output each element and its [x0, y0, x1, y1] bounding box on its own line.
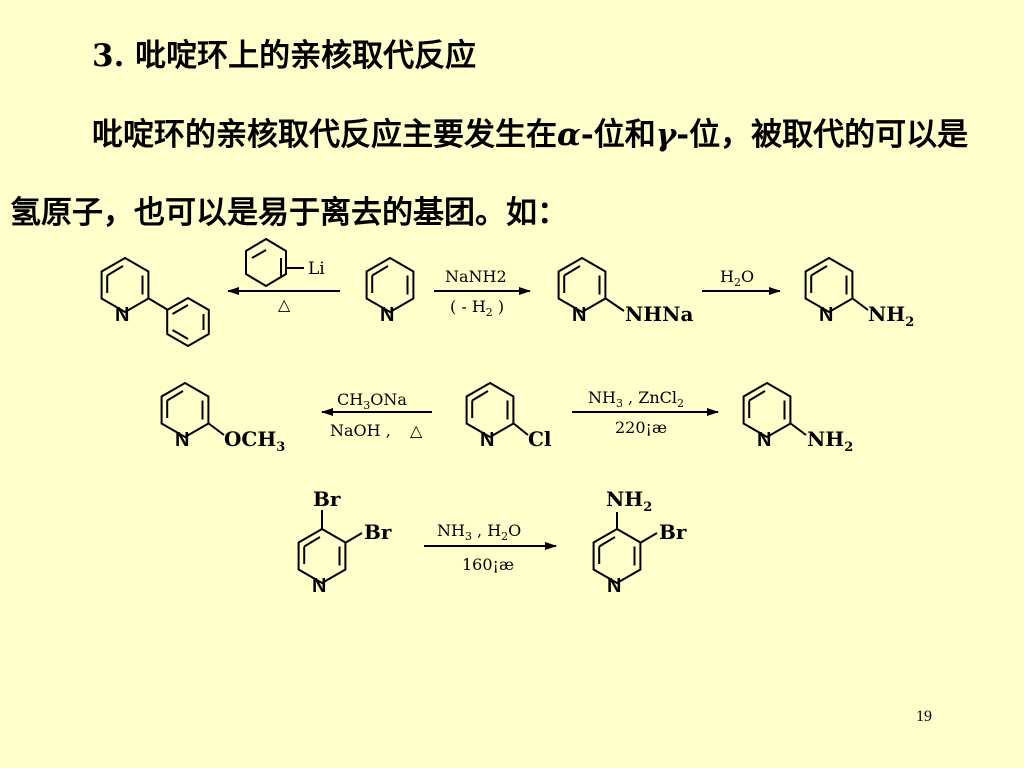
- h2o-reagent: H2O: [720, 267, 754, 289]
- li-label: Li: [308, 259, 325, 279]
- temperature-160: 160¡æ: [462, 555, 514, 574]
- ch3ona-reagent: CH3ONa: [337, 390, 407, 412]
- br-3-label: Br: [364, 520, 392, 544]
- pyridine: N: [365, 257, 415, 326]
- nhna-group: NHNa: [625, 302, 693, 326]
- ring-n-label: N: [175, 429, 189, 451]
- page-number: 19: [916, 708, 932, 725]
- ring-n-label: N: [312, 575, 326, 597]
- 4-amino-3-bromopyridine: NH2 Br N: [592, 487, 687, 597]
- och3-group: OCH3: [224, 427, 285, 455]
- nh3-zncl2-reagent: NH3 , ZnCl2: [588, 388, 684, 410]
- br-3-label: Br: [659, 520, 687, 544]
- intro-paragraph: 吡啶环的亲核取代反应主要发生在α-位和γ-位，被取代的可以是氢原子，也可以是易于…: [10, 96, 970, 252]
- nh3-h2o-reagent: NH3 , H2O: [437, 521, 521, 543]
- nh2-group: NH2: [807, 427, 853, 455]
- para-text-3: -位，被取代的可以是氢原子，也可以是易于离去的基团。如：: [10, 117, 969, 231]
- 2-phenylpyridine: N: [100, 257, 210, 347]
- 2-chloropyridine: N Cl: [465, 382, 552, 451]
- ring-n-label: N: [819, 304, 833, 326]
- ring-n-label: N: [115, 304, 129, 326]
- ring-n-label: N: [757, 429, 771, 451]
- 2-aminopyridine-product: N NH2: [742, 382, 853, 455]
- alpha-symbol: α: [557, 117, 581, 153]
- para-text-1: 吡啶环的亲核取代反应主要发生在: [92, 117, 557, 153]
- heat-symbol: △: [278, 295, 291, 314]
- br-4-label: Br: [313, 487, 341, 511]
- heat-symbol: △: [410, 421, 423, 440]
- 2-aminopyridine: N NH2: [804, 257, 914, 330]
- 2-methoxypyridine: N OCH3: [160, 382, 285, 455]
- 3-4-dibromopyridine: Br Br N: [297, 487, 392, 597]
- ring-n-label: N: [480, 429, 494, 451]
- slide-heading: 3. 吡啶环上的亲核取代反应: [92, 38, 477, 74]
- temperature-220: 220¡æ: [615, 418, 667, 437]
- ring-n-label: N: [572, 304, 586, 326]
- nh2-group: NH2: [606, 487, 652, 515]
- nh2-group: NH2: [868, 302, 914, 330]
- ring-n-label: N: [380, 304, 394, 326]
- ring-n-label: N: [607, 575, 621, 597]
- para-text-2: -位和: [580, 117, 656, 153]
- minus-h2: ( - H2 ): [450, 297, 504, 319]
- naoh-reagent: NaOH ,: [330, 421, 391, 440]
- gamma-symbol: γ: [655, 117, 677, 153]
- sodium-2-pyridylamide: N NHNa: [557, 257, 693, 326]
- phenyllithium-reagent: Li: [245, 237, 325, 288]
- cl-group: Cl: [528, 427, 552, 451]
- nanh2-reagent: NaNH2: [445, 267, 507, 286]
